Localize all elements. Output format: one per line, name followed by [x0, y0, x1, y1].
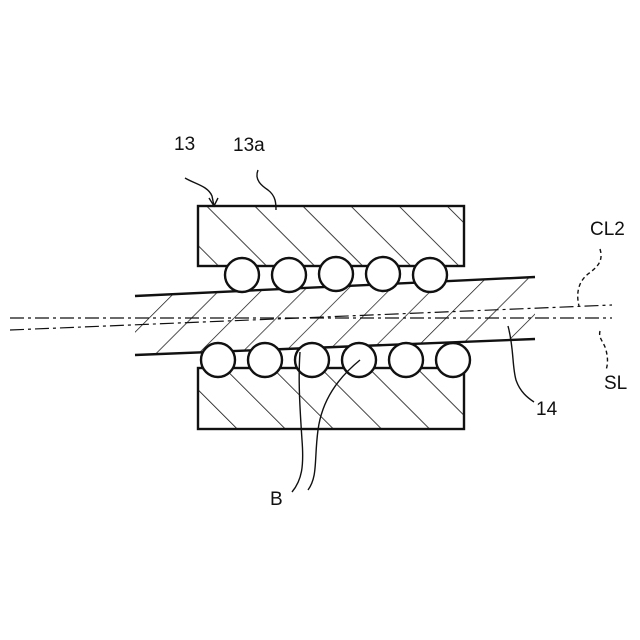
ball — [436, 343, 470, 377]
leader-line-housing — [185, 178, 214, 206]
leader-line-cl2 — [578, 249, 601, 306]
leader-line-sl — [600, 331, 608, 370]
label-housing: 13 — [174, 134, 195, 155]
label-shaft: 14 — [536, 399, 558, 420]
ball — [272, 258, 306, 292]
leader-line-housing-surface — [257, 170, 276, 210]
label-housing-surface: 13a — [233, 135, 265, 156]
label-straight-line-sl: SL — [604, 373, 627, 394]
ball — [366, 257, 400, 291]
ball — [319, 257, 353, 291]
ball — [389, 343, 423, 377]
ball — [248, 343, 282, 377]
label-balls: B — [270, 489, 283, 510]
ball — [225, 258, 259, 292]
ball — [201, 343, 235, 377]
ball — [413, 258, 447, 292]
label-center-line-cl2: CL2 — [590, 219, 625, 240]
housing-lower-block — [198, 368, 464, 429]
